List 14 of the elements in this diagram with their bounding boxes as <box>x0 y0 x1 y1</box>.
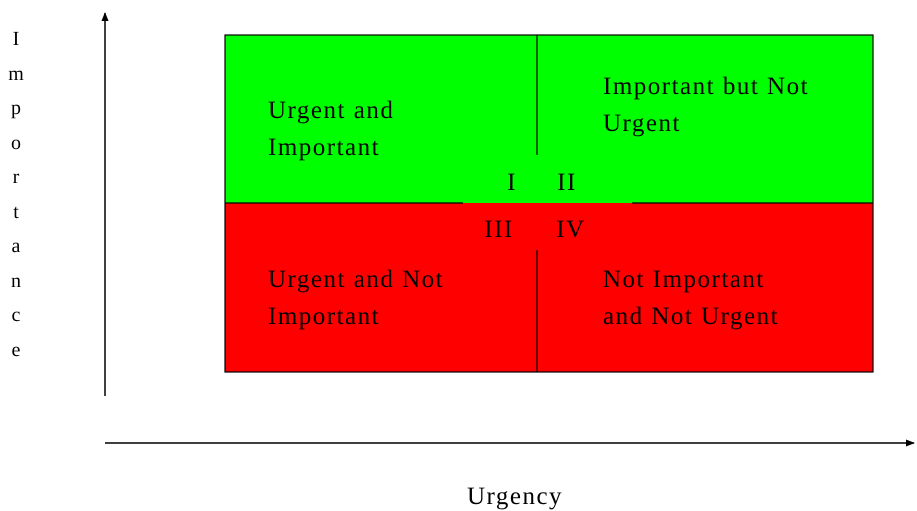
quadrant-number: II <box>557 169 577 197</box>
quadrant-box <box>225 203 537 372</box>
axis-title: Urgency <box>466 483 564 511</box>
quadrant-number: IV <box>556 216 586 244</box>
quadrant-box <box>537 203 873 372</box>
quadrant-number: III <box>484 216 514 244</box>
quadrant-label: Important but Not Urgent <box>603 72 810 139</box>
quadrant-label: Urgent and Important <box>268 96 396 163</box>
quadrant-box <box>225 35 537 203</box>
axis-title: Importance <box>8 27 34 362</box>
quadrant-label: Not Important and Not Urgent <box>603 265 780 332</box>
quadrant-box <box>537 35 873 203</box>
quadrant-label: Urgent and Not Important <box>268 265 446 332</box>
quadrant-number: I <box>507 169 517 197</box>
